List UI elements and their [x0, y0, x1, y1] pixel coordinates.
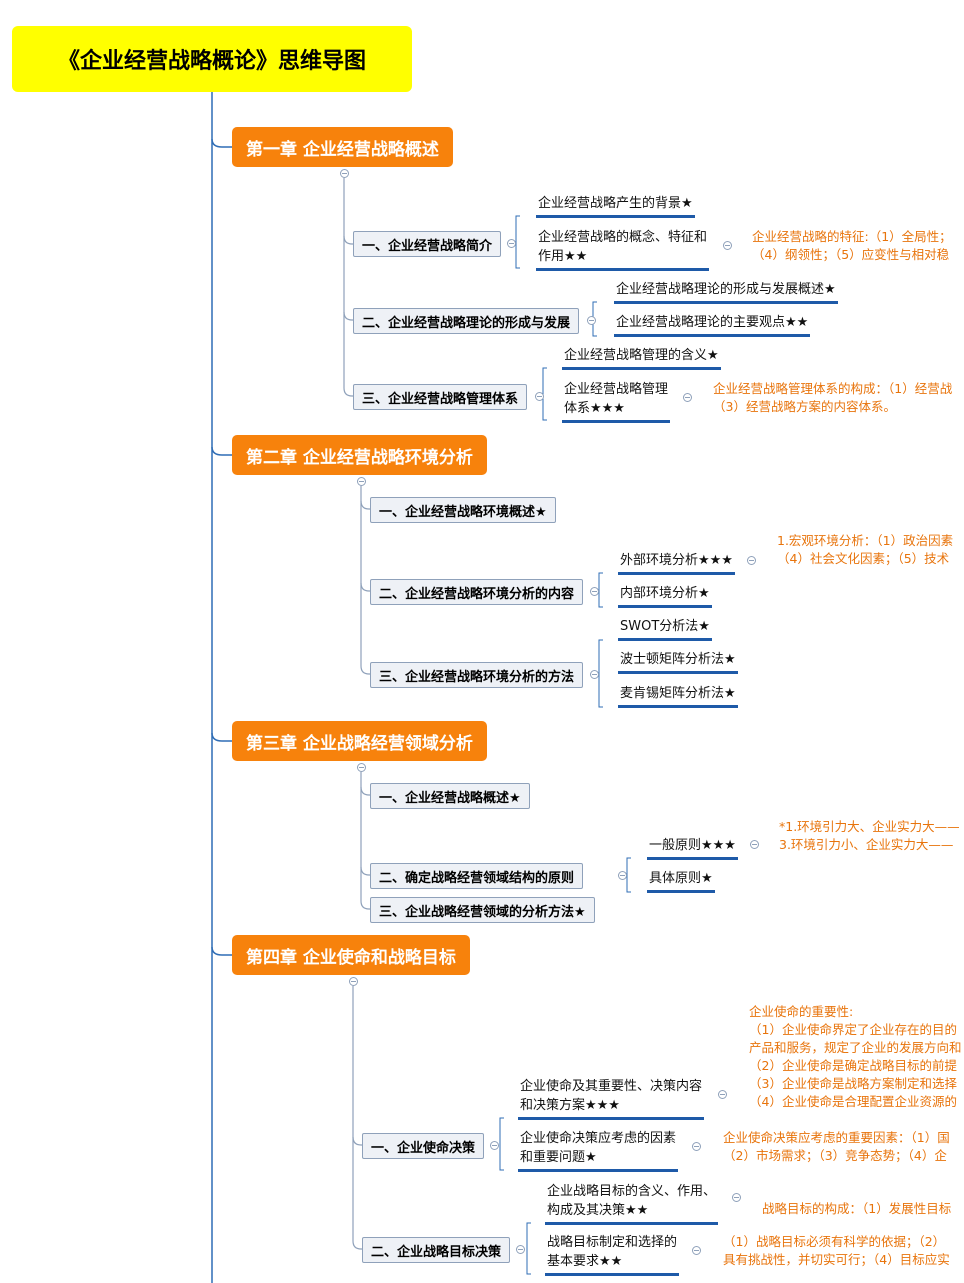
topic-1-1-1[interactable]: 企业经营战略产生的背景★: [536, 194, 695, 218]
section-2-2[interactable]: 二、企业经营战略环境分析的内容: [370, 579, 584, 605]
collapse-toggle-section-2-3[interactable]: [590, 670, 599, 679]
topic-1-3-1[interactable]: 企业经营战略管理的含义★: [562, 346, 721, 370]
collapse-toggle-topic-1-3-2[interactable]: [683, 393, 692, 402]
note-2-2-1: 1.宏观环境分析：（1）政治因素（4）社会文化因素；（5）技术: [777, 533, 954, 566]
topic-4-2-2[interactable]: 战略目标制定和选择的基本要求★★: [545, 1233, 680, 1276]
note-4-2-1: 战略目标的构成：（1）发展性目标: [762, 1201, 952, 1216]
collapse-toggle-chapter-1[interactable]: [340, 169, 349, 178]
section-1-3[interactable]: 三、企业经营战略管理体系: [353, 384, 528, 410]
collapse-toggle-topic-2-2-1[interactable]: [747, 556, 756, 565]
chapter-1[interactable]: 第一章 企业经营战略概述: [232, 127, 453, 167]
topic-2-2-1[interactable]: 外部环境分析★★★: [618, 551, 735, 575]
note-1-1-2: 企业经营战略的特征:（1）全局性；（4）纲领性；（5）应变性与相对稳: [752, 229, 952, 262]
section-1-1[interactable]: 一、企业经营战略简介: [353, 231, 502, 257]
topic-2-3-1[interactable]: SWOT分析法★: [618, 617, 712, 641]
section-3-3[interactable]: 三、企业战略经营领域的分析方法★: [370, 897, 595, 923]
collapse-toggle-section-1-1[interactable]: [507, 239, 516, 248]
topic-2-3-2[interactable]: 波士顿矩阵分析法★: [618, 650, 738, 674]
chapter-2[interactable]: 第二章 企业经营战略环境分析: [232, 435, 487, 475]
topic-3-2-1[interactable]: 一般原则★★★: [647, 836, 738, 860]
collapse-toggle-section-4-1[interactable]: [490, 1141, 499, 1150]
section-3-2[interactable]: 二、确定战略经营领域结构的原则: [370, 863, 584, 889]
topic-2-2-2[interactable]: 内部环境分析★: [618, 584, 712, 608]
collapse-toggle-topic-4-1-2[interactable]: [692, 1142, 701, 1151]
note-4-2-2: （1）战略目标必须有科学的依据；（2）具有挑战性，并切实可行；（4）目标应实: [723, 1234, 950, 1267]
collapse-toggle-section-3-2[interactable]: [618, 871, 627, 880]
section-1-2[interactable]: 二、企业经营战略理论的形成与发展: [353, 308, 580, 334]
collapse-toggle-chapter-4[interactable]: [349, 977, 358, 986]
topic-1-3-2[interactable]: 企业经营战略管理体系★★★: [562, 380, 671, 423]
chapter-3[interactable]: 第三章 企业战略经营领域分析: [232, 721, 487, 761]
chapter-4[interactable]: 第四章 企业使命和战略目标: [232, 935, 470, 975]
note-1-3-2: 企业经营战略管理体系的构成：（1）经营战（3）经营战略方案的内容体系。: [713, 381, 953, 414]
topic-1-2-1[interactable]: 企业经营战略理论的形成与发展概述★: [614, 280, 838, 304]
section-4-2[interactable]: 二、企业战略目标决策: [362, 1237, 511, 1263]
collapse-toggle-section-1-3[interactable]: [535, 392, 544, 401]
section-2-1[interactable]: 一、企业经营战略环境概述★: [370, 497, 556, 523]
topic-4-1-1[interactable]: 企业使命及其重要性、决策内容和决策方案★★★: [518, 1077, 705, 1120]
note-4-1-1: 企业使命的重要性:（1）企业使命界定了企业存在的目的产品和服务，规定了企业的发展…: [749, 1004, 962, 1109]
topic-3-2-2[interactable]: 具体原则★: [647, 869, 715, 893]
collapse-toggle-section-2-2[interactable]: [590, 587, 599, 596]
collapse-toggle-chapter-3[interactable]: [357, 763, 366, 772]
topic-4-1-2[interactable]: 企业使命决策应考虑的因素和重要问题★: [518, 1129, 679, 1172]
root-title[interactable]: 《企业经营战略概论》思维导图: [12, 26, 412, 92]
collapse-toggle-chapter-2[interactable]: [357, 477, 366, 486]
topic-1-2-2[interactable]: 企业经营战略理论的主要观点★★: [614, 313, 811, 337]
collapse-toggle-section-1-2[interactable]: [587, 316, 596, 325]
section-2-3[interactable]: 三、企业经营战略环境分析的方法: [370, 662, 584, 688]
section-3-1[interactable]: 一、企业经营战略概述★: [370, 783, 530, 809]
collapse-toggle-topic-1-1-2[interactable]: [723, 241, 732, 250]
collapse-toggle-topic-4-1-1[interactable]: [718, 1090, 727, 1099]
topic-4-2-1[interactable]: 企业战略目标的含义、作用、构成及其决策★★: [545, 1182, 719, 1225]
note-4-1-2: 企业使命决策应考虑的重要因素：（1）国（2）市场需求；（3）竞争态势；（4）企: [723, 1130, 950, 1163]
collapse-toggle-topic-4-2-1[interactable]: [732, 1193, 741, 1202]
topic-1-1-2[interactable]: 企业经营战略的概念、特征和作用★★: [536, 228, 710, 271]
note-3-2-1: *1.环境引力大、企业实力大——3.环境引力小、企业实力大——: [779, 819, 960, 852]
collapse-toggle-section-4-2[interactable]: [516, 1245, 525, 1254]
collapse-toggle-topic-4-2-2[interactable]: [692, 1246, 701, 1255]
topic-2-3-3[interactable]: 麦肯锡矩阵分析法★: [618, 684, 738, 708]
section-4-1[interactable]: 一、企业使命决策: [362, 1133, 485, 1159]
collapse-toggle-topic-3-2-1[interactable]: [750, 840, 759, 849]
